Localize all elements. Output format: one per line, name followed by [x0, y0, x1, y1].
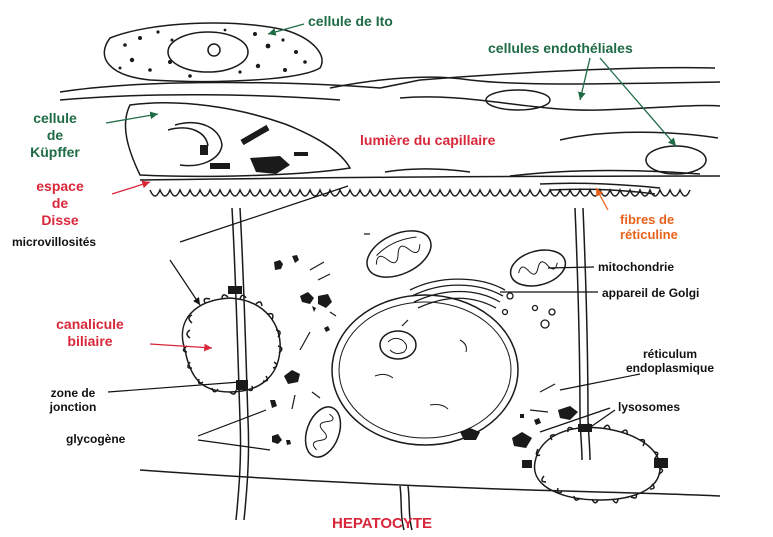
label-endoplasmic-reticulum: réticulum endoplasmique — [610, 347, 730, 375]
disse-space-border — [140, 169, 720, 196]
label-junction-line1: zone de — [38, 386, 108, 400]
label-microvilli: microvillosités — [12, 235, 96, 249]
label-canaliculus-line1: canalicule — [40, 316, 140, 333]
label-mitochondria: mitochondrie — [598, 260, 674, 274]
label-disse-line1: espace — [20, 178, 100, 195]
kupffer-cell — [125, 103, 350, 177]
label-glycogen: glycogène — [66, 432, 125, 446]
label-lysosomes: lysosomes — [618, 400, 680, 414]
label-reticulin-fibres: fibres de réticuline — [620, 212, 678, 242]
label-disse-line2: de — [20, 195, 100, 212]
label-canaliculus-line2: biliaire — [40, 333, 140, 350]
label-kupffer-line3: Küpffer — [20, 144, 90, 161]
label-reticulum-line2: endoplasmique — [610, 361, 730, 375]
label-kupffer-cell: cellule de Küpffer — [20, 110, 90, 161]
label-reticulin-line2: réticuline — [620, 227, 678, 242]
endothelial-cells — [60, 68, 720, 174]
nucleus — [332, 295, 518, 445]
bile-canaliculus-left — [182, 295, 281, 394]
label-kupffer-line2: de — [20, 127, 90, 144]
label-kupffer-line1: cellule — [20, 110, 90, 127]
label-disse-space: espace de Disse — [20, 178, 100, 229]
label-ito-cell: cellule de Ito — [308, 13, 393, 30]
label-hepatocyte: HEPATOCYTE — [332, 516, 432, 531]
label-junction-zone: zone de jonction — [38, 386, 108, 414]
label-bile-canaliculus: canalicule biliaire — [40, 316, 140, 350]
label-golgi-apparatus: appareil de Golgi — [602, 286, 699, 300]
ito-cell — [104, 23, 322, 81]
label-endothelial-cells: cellules endothéliales — [488, 40, 633, 57]
label-reticulin-line1: fibres de — [620, 212, 678, 227]
label-capillary-lumen: lumière du capillaire — [360, 132, 495, 149]
label-reticulum-line1: réticulum — [610, 347, 730, 361]
bile-canaliculus-right — [535, 424, 663, 503]
label-disse-line3: Disse — [20, 212, 100, 229]
label-junction-line2: jonction — [38, 400, 108, 414]
